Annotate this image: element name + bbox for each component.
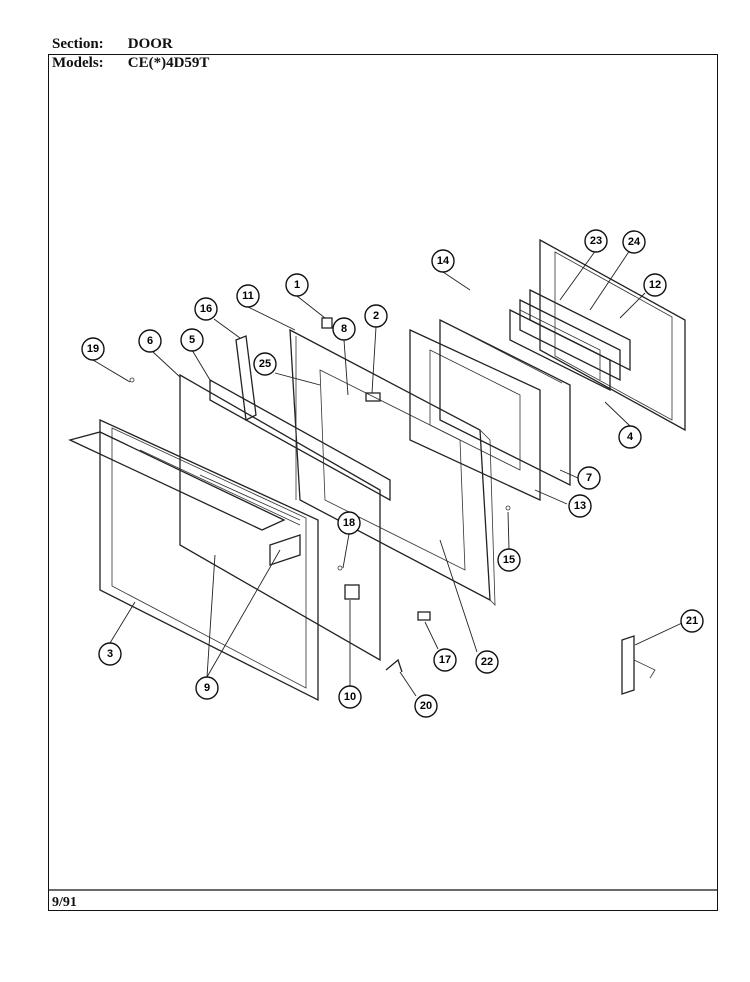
callout-19: 19 [81,337,105,361]
callout-22-label: 22 [481,656,493,668]
callout-24-label: 24 [628,236,641,248]
callout-13: 13 [568,494,592,518]
callout-19-label: 19 [87,343,99,355]
trim-strip [235,335,257,421]
section-label: Section: [52,36,104,52]
callout-14: 14 [431,249,455,273]
callout-8-label: 8 [341,323,347,335]
callout-5: 5 [180,328,204,352]
callout-21-label: 21 [686,615,698,627]
callout-3-label: 3 [107,648,113,660]
callout-6-label: 6 [147,335,153,347]
callout-18: 18 [337,511,361,535]
small-parts [129,317,511,673]
glass-pack [439,318,571,487]
callout-5-label: 5 [189,334,195,346]
part-2-bracket [365,392,381,402]
glass-layers [509,288,631,392]
callout-13-label: 13 [574,500,586,512]
callout-10: 10 [338,685,362,709]
part-20-bracket [385,658,403,673]
callout-1-label: 1 [294,279,300,291]
section-value: DOOR [127,36,173,52]
outer-door-frame [68,418,319,702]
callout-15: 15 [497,548,521,572]
callout-12-label: 12 [649,279,661,291]
part-9-handle-end [269,534,301,566]
callout-10-label: 10 [344,691,356,703]
callout-17-label: 17 [439,654,451,666]
part-18-screw [337,565,343,571]
callout-11-label: 11 [242,290,254,302]
leader-lines [92,249,683,697]
hinge [621,635,656,695]
part-17-block [417,611,431,621]
section-row: Section: DOOR [52,36,173,53]
callout-22: 22 [475,650,499,674]
part-10-spacer [344,584,360,600]
callout-17: 17 [433,648,457,672]
callout-2-label: 2 [373,310,379,322]
callout-11: 11 [236,284,260,308]
callout-9: 9 [195,676,219,700]
revision-date: 9/91 [52,895,77,910]
callout-7: 7 [577,466,601,490]
callout-23-label: 23 [590,235,602,247]
callout-7-label: 7 [586,472,592,484]
inner-back-panel [539,238,686,432]
callout-4-label: 4 [627,431,634,443]
inner-glass-frame [409,328,541,502]
callout-15-label: 15 [503,554,515,566]
outer-glass [209,378,391,502]
callout-3: 3 [98,642,122,666]
callout-16-label: 16 [200,303,212,315]
callout-14-label: 14 [437,255,450,267]
callout-2: 2 [364,304,388,328]
callout-9-label: 9 [204,682,210,694]
callout-20-label: 20 [420,700,432,712]
callout-16: 16 [194,297,218,321]
models-value: CE(*)4D59T [127,55,210,71]
models-row: Models: CE(*)4D59T [52,55,209,72]
door-liner [289,328,496,606]
callout-8: 8 [332,317,356,341]
models-label: Models: [52,55,104,71]
part-15-screw [505,505,511,511]
callout-20: 20 [414,694,438,718]
callout-6: 6 [138,329,162,353]
callout-24: 24 [622,230,646,254]
callout-21: 21 [680,609,704,633]
diagram-frame [48,54,718,911]
callout-23: 23 [584,229,608,253]
part-1-clip [321,317,333,329]
callout-18-label: 18 [343,517,355,529]
part-19-screw [129,377,135,383]
callout-25-label: 25 [259,358,271,370]
callout-4: 4 [618,425,642,449]
callout-12: 12 [643,273,667,297]
callout-25: 25 [253,352,277,376]
callout-1: 1 [285,273,309,297]
insulation-panel [179,373,381,662]
